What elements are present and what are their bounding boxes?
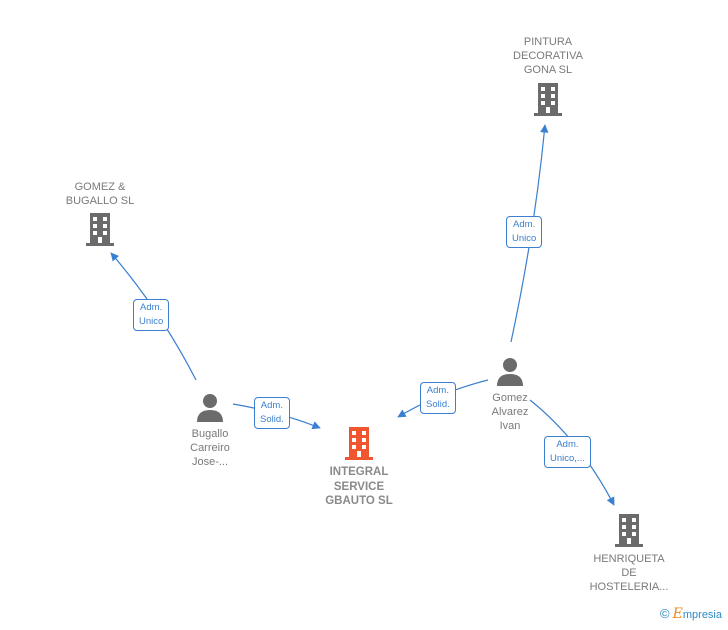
node-henriqueta[interactable]: HENRIQUETA DE HOSTELERIA...	[577, 512, 681, 594]
building-icon	[345, 427, 373, 460]
node-integral[interactable]: INTEGRAL SERVICE GBAUTO SL	[310, 425, 408, 509]
node-label: HENRIQUETA DE HOSTELERIA...	[589, 553, 669, 593]
edge-label-bugallo-integral: Adm. Solid.	[254, 397, 290, 429]
person-icon	[197, 394, 223, 422]
node-pintura[interactable]: PINTURA DECORATIVA GONA SL	[495, 35, 601, 117]
edge-label-gomez-henriqueta: Adm. Unico,...	[544, 436, 591, 468]
building-icon	[615, 514, 643, 547]
node-label: Gomez Alvarez Ivan	[491, 392, 529, 432]
edge-label-bugallo-gomez-bugallo: Adm. Unico	[133, 299, 170, 331]
person-icon	[497, 358, 523, 386]
brand-name: mpresia	[682, 609, 722, 621]
brand-initial: E	[672, 606, 683, 622]
copyright-icon: ©	[659, 606, 670, 621]
node-label: Bugallo Carreiro Jose-...	[190, 428, 230, 468]
edge-label-gomez-pintura: Adm. Unico	[506, 216, 543, 248]
node-label: INTEGRAL SERVICE GBAUTO SL	[325, 466, 393, 507]
node-bugallo[interactable]: Bugallo Carreiro Jose-...	[170, 392, 250, 469]
node-label: PINTURA DECORATIVA GONA SL	[513, 36, 583, 76]
building-icon	[86, 213, 114, 246]
brand-watermark: © Empresia	[660, 606, 722, 622]
node-gomez[interactable]: Gomez Alvarez Ivan	[470, 356, 550, 433]
node-gomez-bugallo[interactable]: GOMEZ & BUGALLO SL	[50, 180, 150, 247]
node-label: GOMEZ & BUGALLO SL	[65, 181, 135, 207]
building-icon	[534, 83, 562, 116]
edge-label-gomez-integral: Adm. Solid.	[420, 382, 456, 414]
